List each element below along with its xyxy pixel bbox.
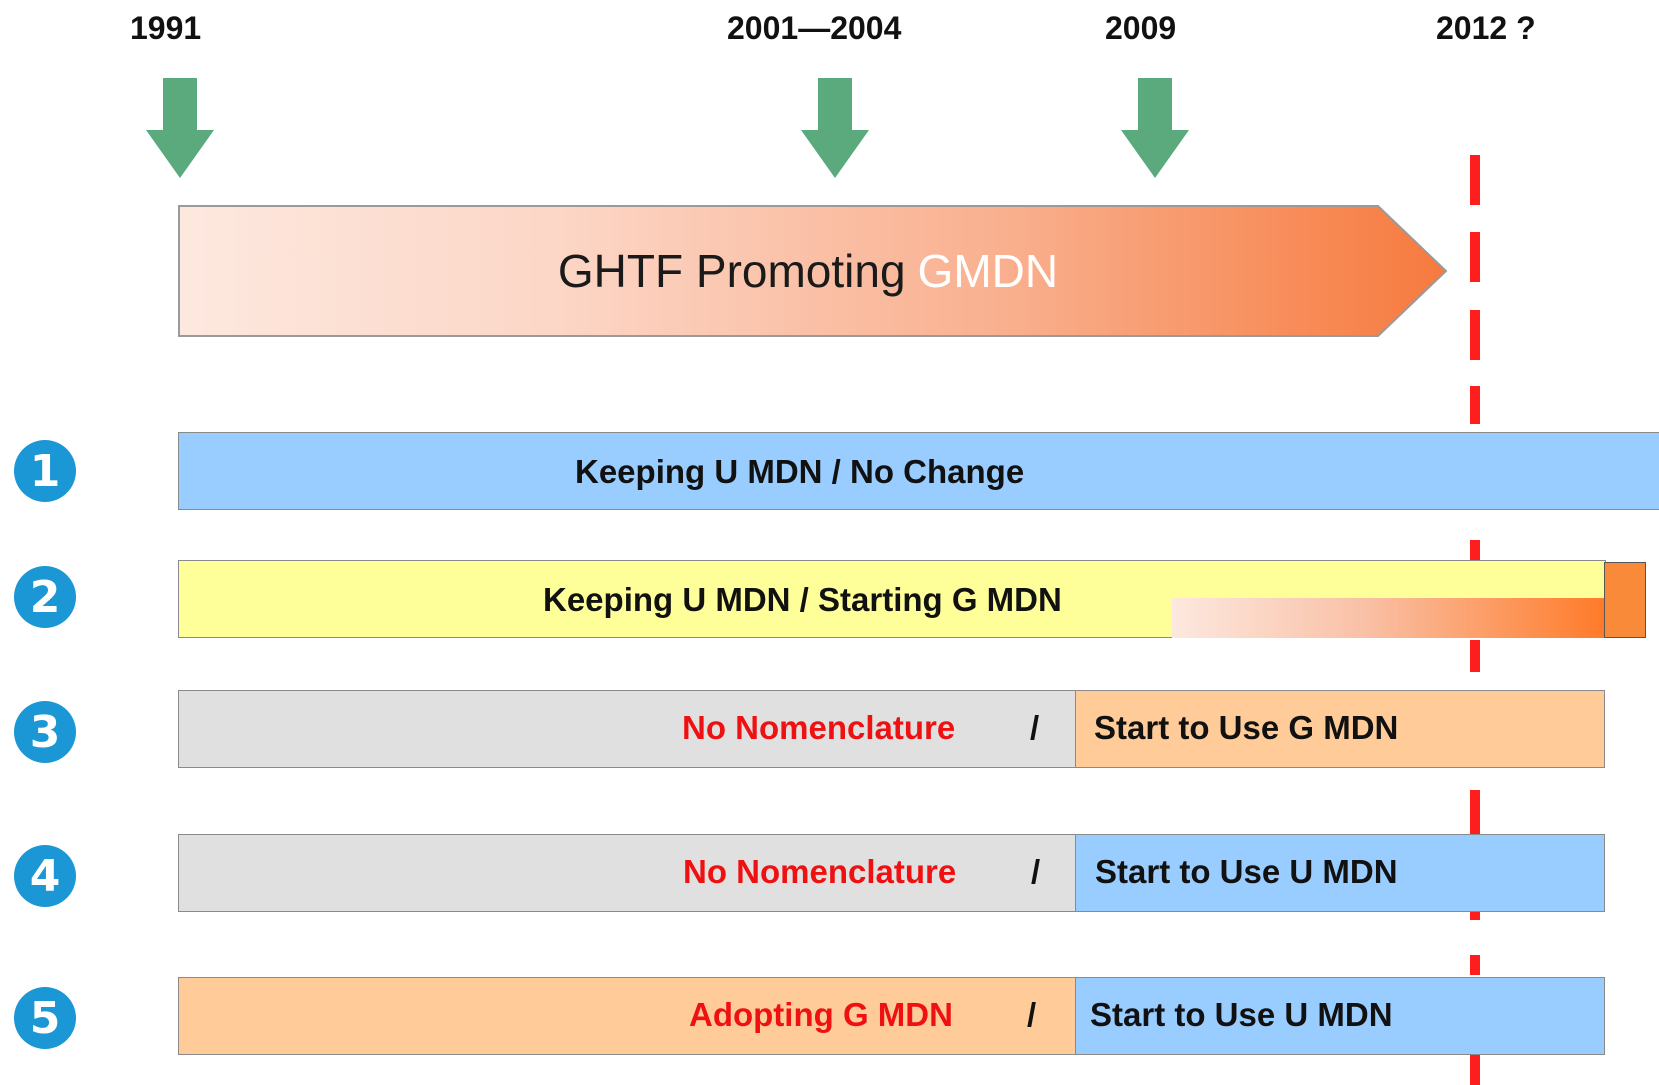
scenario-number-3: 3 bbox=[14, 701, 76, 763]
scenario-number-1: 1 bbox=[14, 440, 76, 502]
dashed-line-segment bbox=[1470, 540, 1480, 560]
scenario-number-2: 2 bbox=[14, 566, 76, 628]
dashed-line-segment bbox=[1470, 955, 1480, 975]
scenario-2-end-box bbox=[1604, 562, 1646, 638]
down-arrow-icon bbox=[801, 78, 869, 178]
year-2012: 2012 ? bbox=[1436, 10, 1536, 46]
ghtf-banner-label: GHTF Promoting GMDN bbox=[178, 205, 1438, 337]
dashed-line-segment bbox=[1470, 1055, 1480, 1085]
scenario-5-right-bar bbox=[1075, 977, 1605, 1055]
scenario-1-bar bbox=[178, 432, 1659, 510]
scenario-1-label: Keeping U MDN / No Change bbox=[575, 453, 1025, 490]
scenario-4-right-bar bbox=[1075, 834, 1605, 912]
down-arrow-icon bbox=[146, 78, 214, 178]
dashed-line-segment bbox=[1470, 232, 1480, 282]
scenario-5-left-label: Adopting G MDN bbox=[689, 996, 953, 1033]
year-1991: 1991 bbox=[130, 10, 202, 46]
dashed-line-segment bbox=[1470, 640, 1480, 672]
scenario-2-gradient-overlay bbox=[1172, 598, 1606, 638]
scenario-3-separator: / bbox=[1030, 709, 1040, 746]
scenario-2-label: Keeping U MDN / Starting G MDN bbox=[543, 581, 1062, 618]
scenario-3-left-label: No Nomenclature bbox=[682, 709, 956, 746]
scenario-5-separator: / bbox=[1027, 996, 1037, 1033]
year-2001-2004: 2001—2004 bbox=[727, 10, 902, 46]
banner-highlight-text: GMDN bbox=[917, 245, 1059, 297]
dashed-line-segment bbox=[1470, 155, 1480, 205]
scenario-3-left-bar bbox=[178, 690, 1076, 768]
scenario-number-4: 4 bbox=[14, 845, 76, 907]
dashed-line-segment bbox=[1470, 386, 1480, 424]
scenario-4-left-bar bbox=[178, 834, 1076, 912]
scenario-3-right-label: Start to Use G MDN bbox=[1094, 709, 1399, 746]
year-2009: 2009 bbox=[1105, 10, 1177, 46]
scenario-5-left-bar bbox=[178, 977, 1076, 1055]
down-arrow-icon bbox=[1121, 78, 1189, 178]
scenario-3-right-bar bbox=[1075, 690, 1605, 768]
scenario-number-5: 5 bbox=[14, 987, 76, 1049]
dashed-line-segment bbox=[1470, 310, 1480, 360]
dashed-line-segment bbox=[1470, 790, 1480, 834]
banner-main-text: GHTF Promoting bbox=[557, 245, 906, 297]
ghtf-banner-arrow bbox=[178, 205, 1448, 337]
scenario-5-right-label: Start to Use U MDN bbox=[1090, 996, 1393, 1033]
scenario-4-separator: / bbox=[1031, 853, 1041, 890]
scenario-4-left-label: No Nomenclature bbox=[683, 853, 957, 890]
scenario-4-right-label: Start to Use U MDN bbox=[1095, 853, 1398, 890]
dashed-line-segment bbox=[1470, 910, 1480, 920]
